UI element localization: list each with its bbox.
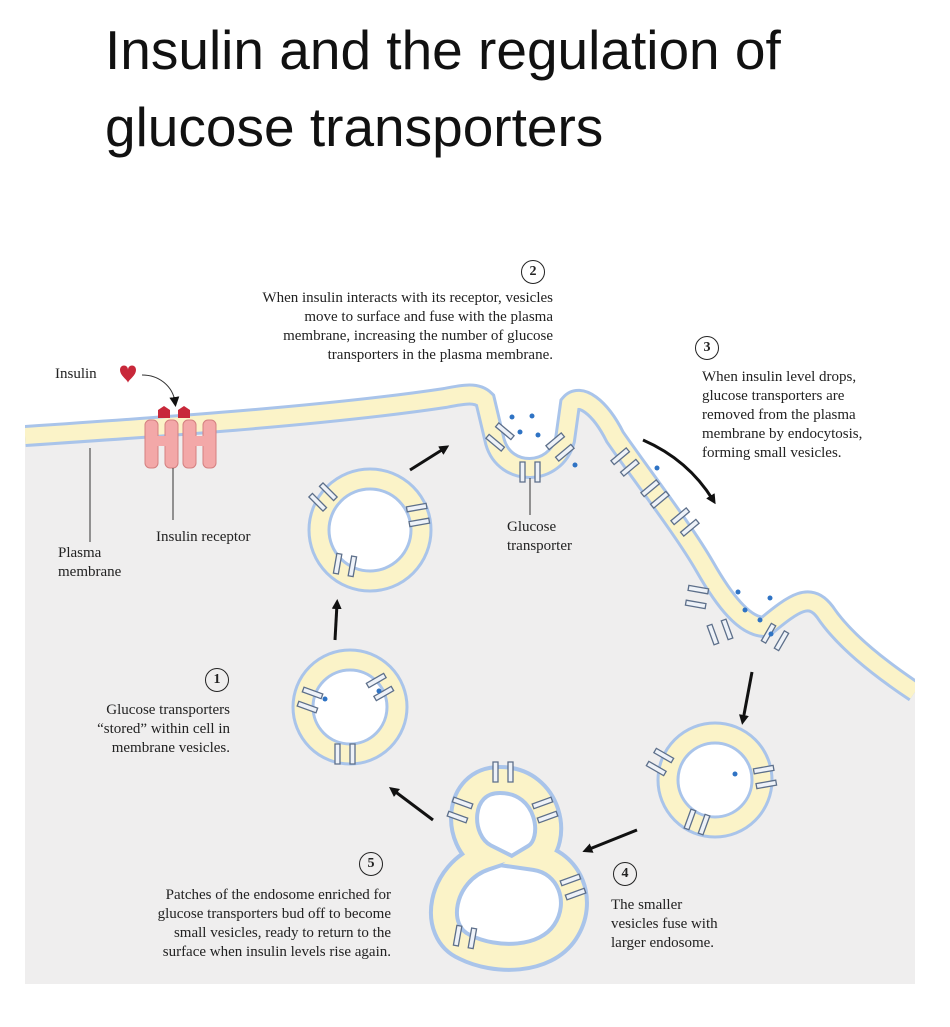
title-line-2: glucose transporters [105, 96, 604, 158]
glucose-transporter-diagram: Insulin Insulin receptor Plasma membrane… [25, 232, 915, 984]
diagram-artwork [25, 365, 915, 984]
step-4-text: The smaller vesicles fuse with larger en… [611, 897, 718, 951]
transporters [296, 421, 790, 950]
insulin-receptor [144, 419, 217, 469]
endosome [429, 764, 589, 972]
step-4-number: 4 [613, 862, 637, 886]
vesicle-upper [307, 467, 433, 593]
title-line-1: Insulin and the regulation of [105, 19, 781, 81]
step-3-number: 3 [695, 336, 719, 360]
bound-insulin-icon [158, 406, 190, 418]
step-2-text: When insulin interacts with its receptor… [262, 290, 553, 363]
vesicle-right [656, 721, 774, 839]
step-1-number: 1 [205, 668, 229, 692]
step-5-number: 5 [359, 852, 383, 876]
leader-lines [89, 374, 531, 542]
cycle-arrows [331, 438, 754, 853]
glucose-molecules [322, 413, 774, 777]
plasma-membrane-label: Plasma membrane [58, 545, 122, 580]
insulin-receptor-label: Insulin receptor [156, 529, 251, 545]
page-title: Insulin and the regulation of glucose tr… [105, 12, 781, 166]
step-1-text: Glucose transporters “stored” within cel… [97, 702, 230, 756]
step-2-number: 2 [521, 260, 545, 284]
step-3-text: When insulin level drops, glucose transp… [702, 369, 863, 461]
cytoplasm [25, 394, 915, 984]
glucose-transporter-label: Glucose transporter [507, 519, 572, 554]
step-5-text: Patches of the endosome enriched for glu… [157, 887, 391, 960]
insulin-label: Insulin [55, 366, 97, 382]
insulin-icon [120, 365, 136, 383]
